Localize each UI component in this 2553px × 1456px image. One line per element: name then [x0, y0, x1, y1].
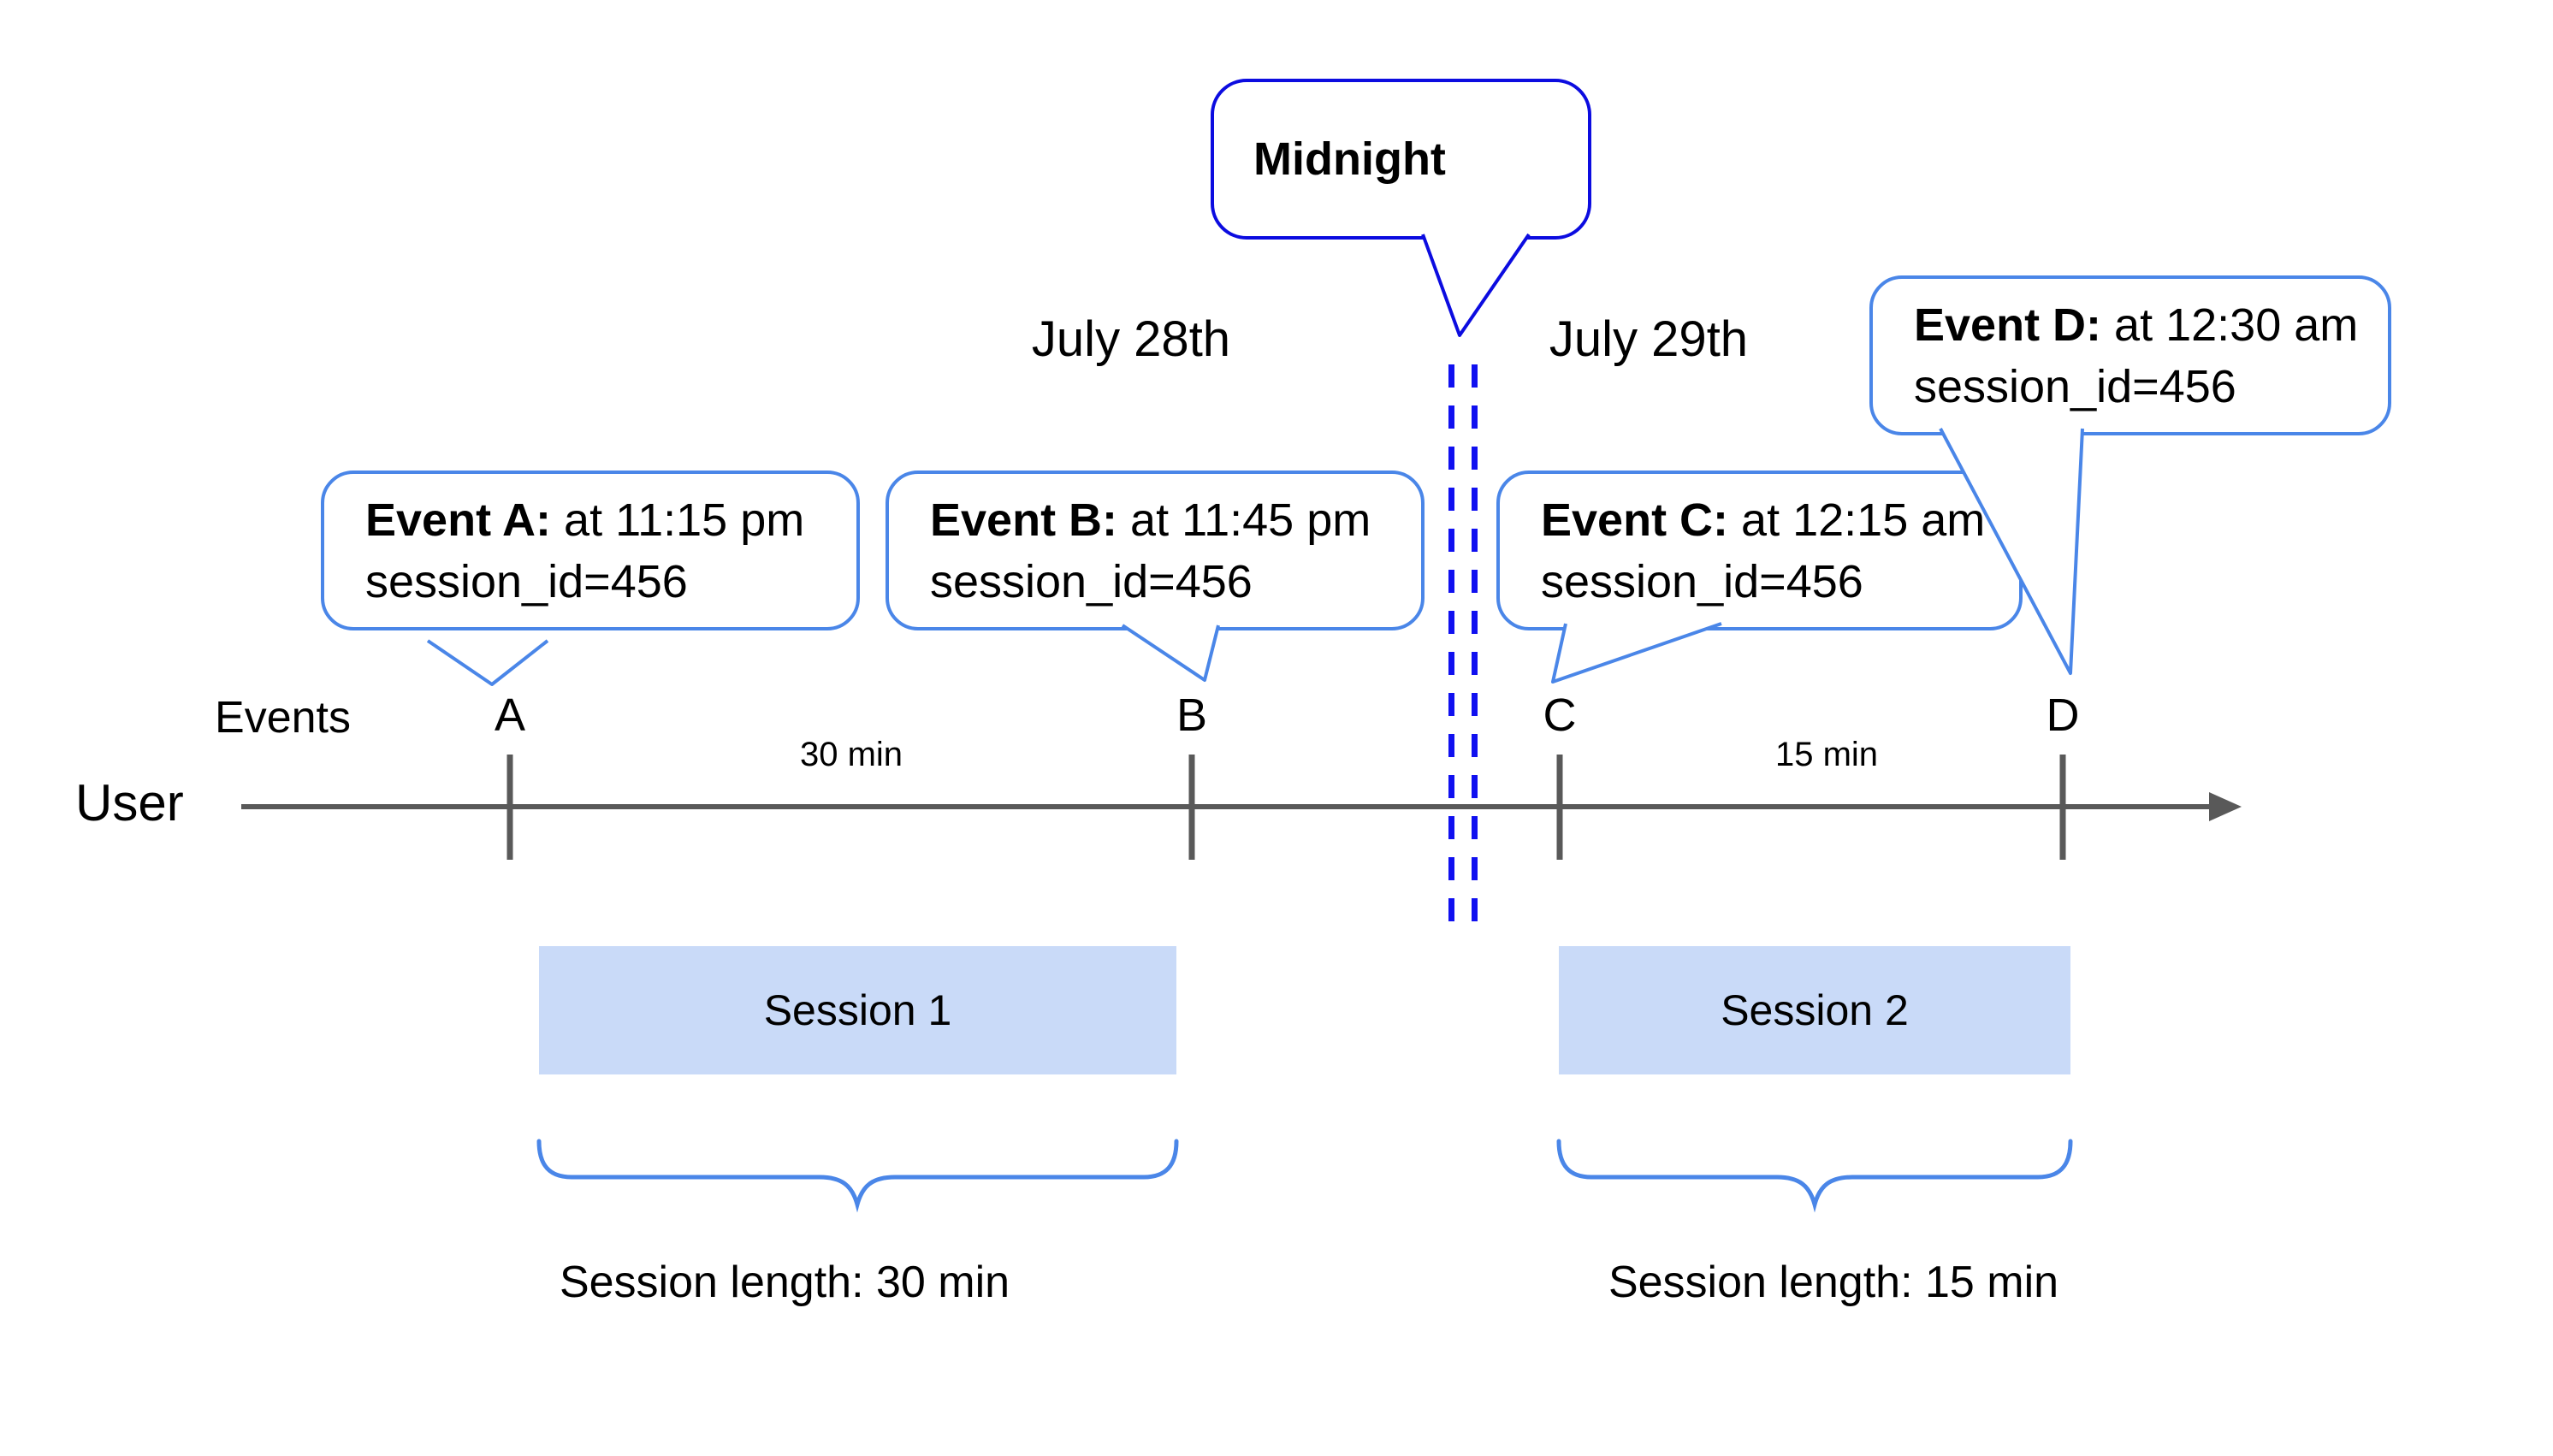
timeline-arrowhead-icon	[2209, 792, 2242, 821]
session-1-brace	[536, 1139, 1179, 1213]
tick-letter-c: C	[1543, 690, 1577, 741]
tick-letter-a: A	[494, 690, 526, 741]
event-a-session-id: session_id=456	[365, 555, 688, 607]
event-b-line1: Event B: at 11:45 pm	[930, 489, 1421, 551]
event-a-title: Event A:	[365, 494, 552, 546]
event-a-time: at 11:15 pm	[551, 494, 805, 546]
date-label-july-28: July 28th	[1031, 311, 1231, 367]
event-a-speech-bubble: Event A: at 11:15 pm session_id=456	[321, 471, 860, 630]
event-c-line1: Event C: at 12:15 am	[1541, 489, 2019, 551]
event-c-bubble-tail	[1551, 622, 1722, 684]
gap-label-15min: 15 min	[1774, 736, 1879, 773]
session-1-box: Session 1	[539, 946, 1176, 1074]
session-2-brace	[1556, 1139, 2073, 1213]
event-b-time: at 11:45 pm	[1117, 494, 1371, 546]
user-axis-label: User	[75, 774, 184, 832]
midnight-speech-bubble: Midnight	[1211, 79, 1591, 240]
gap-label-30min: 30 min	[799, 736, 903, 773]
event-d-speech-bubble: Event D: at 12:30 am session_id=456	[1869, 275, 2391, 435]
session-2-length-label: Session length: 15 min	[1608, 1258, 2059, 1307]
event-c-time: at 12:15 am	[1728, 494, 1986, 546]
tick-letter-b: B	[1176, 690, 1208, 741]
event-a-line1: Event A: at 11:15 pm	[365, 489, 856, 551]
tick-letter-d: D	[2046, 690, 2080, 741]
session-1-label: Session 1	[763, 986, 952, 1034]
event-c-speech-bubble: Event C: at 12:15 am session_id=456	[1496, 471, 2023, 630]
session-2-label: Session 2	[1721, 986, 1909, 1034]
session-1-length-label: Session length: 30 min	[559, 1258, 1010, 1307]
session-2-box: Session 2	[1559, 946, 2070, 1074]
event-b-speech-bubble: Event B: at 11:45 pm session_id=456	[886, 471, 1425, 630]
midnight-label: Midnight	[1253, 133, 1446, 185]
events-axis-label: Events	[215, 693, 351, 743]
event-c-title: Event C:	[1541, 494, 1729, 546]
event-d-time: at 12:30 am	[2101, 299, 2359, 351]
event-b-session-id: session_id=456	[930, 555, 1253, 607]
event-a-bubble-tail	[426, 639, 549, 686]
event-b-bubble-tail	[1121, 624, 1220, 682]
date-label-july-29: July 29th	[1549, 311, 1749, 367]
event-d-session-id: session_id=456	[1914, 360, 2236, 412]
event-d-title: Event D:	[1914, 299, 2102, 351]
event-c-session-id: session_id=456	[1541, 555, 1863, 607]
event-d-line1: Event D: at 12:30 am	[1914, 294, 2388, 356]
event-b-title: Event B:	[930, 494, 1118, 546]
